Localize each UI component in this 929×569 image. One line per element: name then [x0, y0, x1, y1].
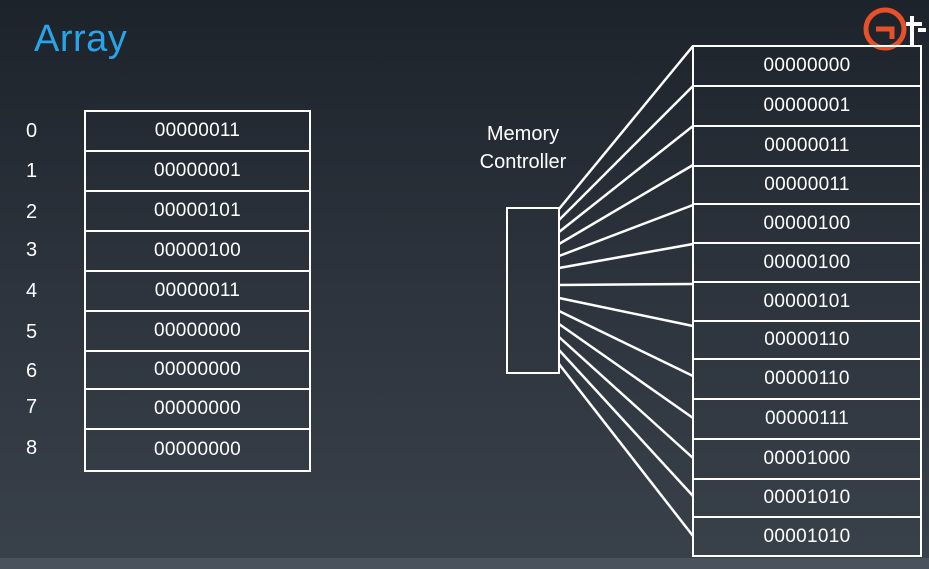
- array-index-label: 2: [26, 201, 38, 223]
- connection-line: [558, 45, 694, 210]
- connection-line: [558, 163, 694, 246]
- memory-cell: 00000110: [692, 320, 922, 360]
- memory-cell: 00000101: [692, 281, 922, 322]
- memory-cell: 00001000: [692, 438, 922, 480]
- connection-line: [558, 125, 694, 233]
- connection-line: [558, 296, 694, 328]
- connection-line: [558, 336, 694, 459]
- array-cell: 00000000: [84, 428, 311, 472]
- array-index-label: 7: [26, 396, 38, 418]
- array-index-label: 6: [26, 360, 38, 382]
- connection-line: [558, 349, 694, 497]
- label-line-controller: Controller: [479, 151, 567, 173]
- array-index-label: 3: [26, 239, 38, 261]
- slide-title: Array: [34, 18, 128, 60]
- connection-line: [558, 322, 694, 420]
- memory-cell: 00000100: [692, 203, 922, 244]
- array-index-label: 0: [26, 120, 38, 142]
- array-index-label: 5: [26, 321, 38, 343]
- memory-cell: 00001010: [692, 516, 922, 557]
- connection-line: [558, 203, 694, 258]
- memory-controller-box: [506, 207, 560, 374]
- memory-cell: 00001010: [692, 478, 922, 518]
- memory-cell: 00000011: [692, 125, 922, 167]
- memory-cell: 00000011: [692, 165, 922, 205]
- logo-icon: [863, 7, 926, 51]
- connection-line: [558, 85, 694, 221]
- array-index-label: 8: [26, 437, 38, 459]
- memory-cell: 00000111: [692, 398, 922, 440]
- connection-line: [558, 282, 694, 287]
- bottom-strip: [0, 558, 929, 569]
- memory-controller-label: Memory Controller: [463, 120, 583, 176]
- connection-line: [558, 242, 694, 270]
- connection-line: [558, 363, 694, 537]
- memory-cell: 00000000: [692, 45, 922, 87]
- memory-cell: 00000110: [692, 358, 922, 400]
- memory-cell: 00000100: [692, 242, 922, 283]
- memory-cell: 00000001: [692, 85, 922, 127]
- label-line-memory: Memory: [486, 123, 560, 145]
- connection-line: [558, 309, 694, 378]
- array-index-label: 4: [26, 280, 38, 302]
- array-index-label: 1: [26, 160, 38, 182]
